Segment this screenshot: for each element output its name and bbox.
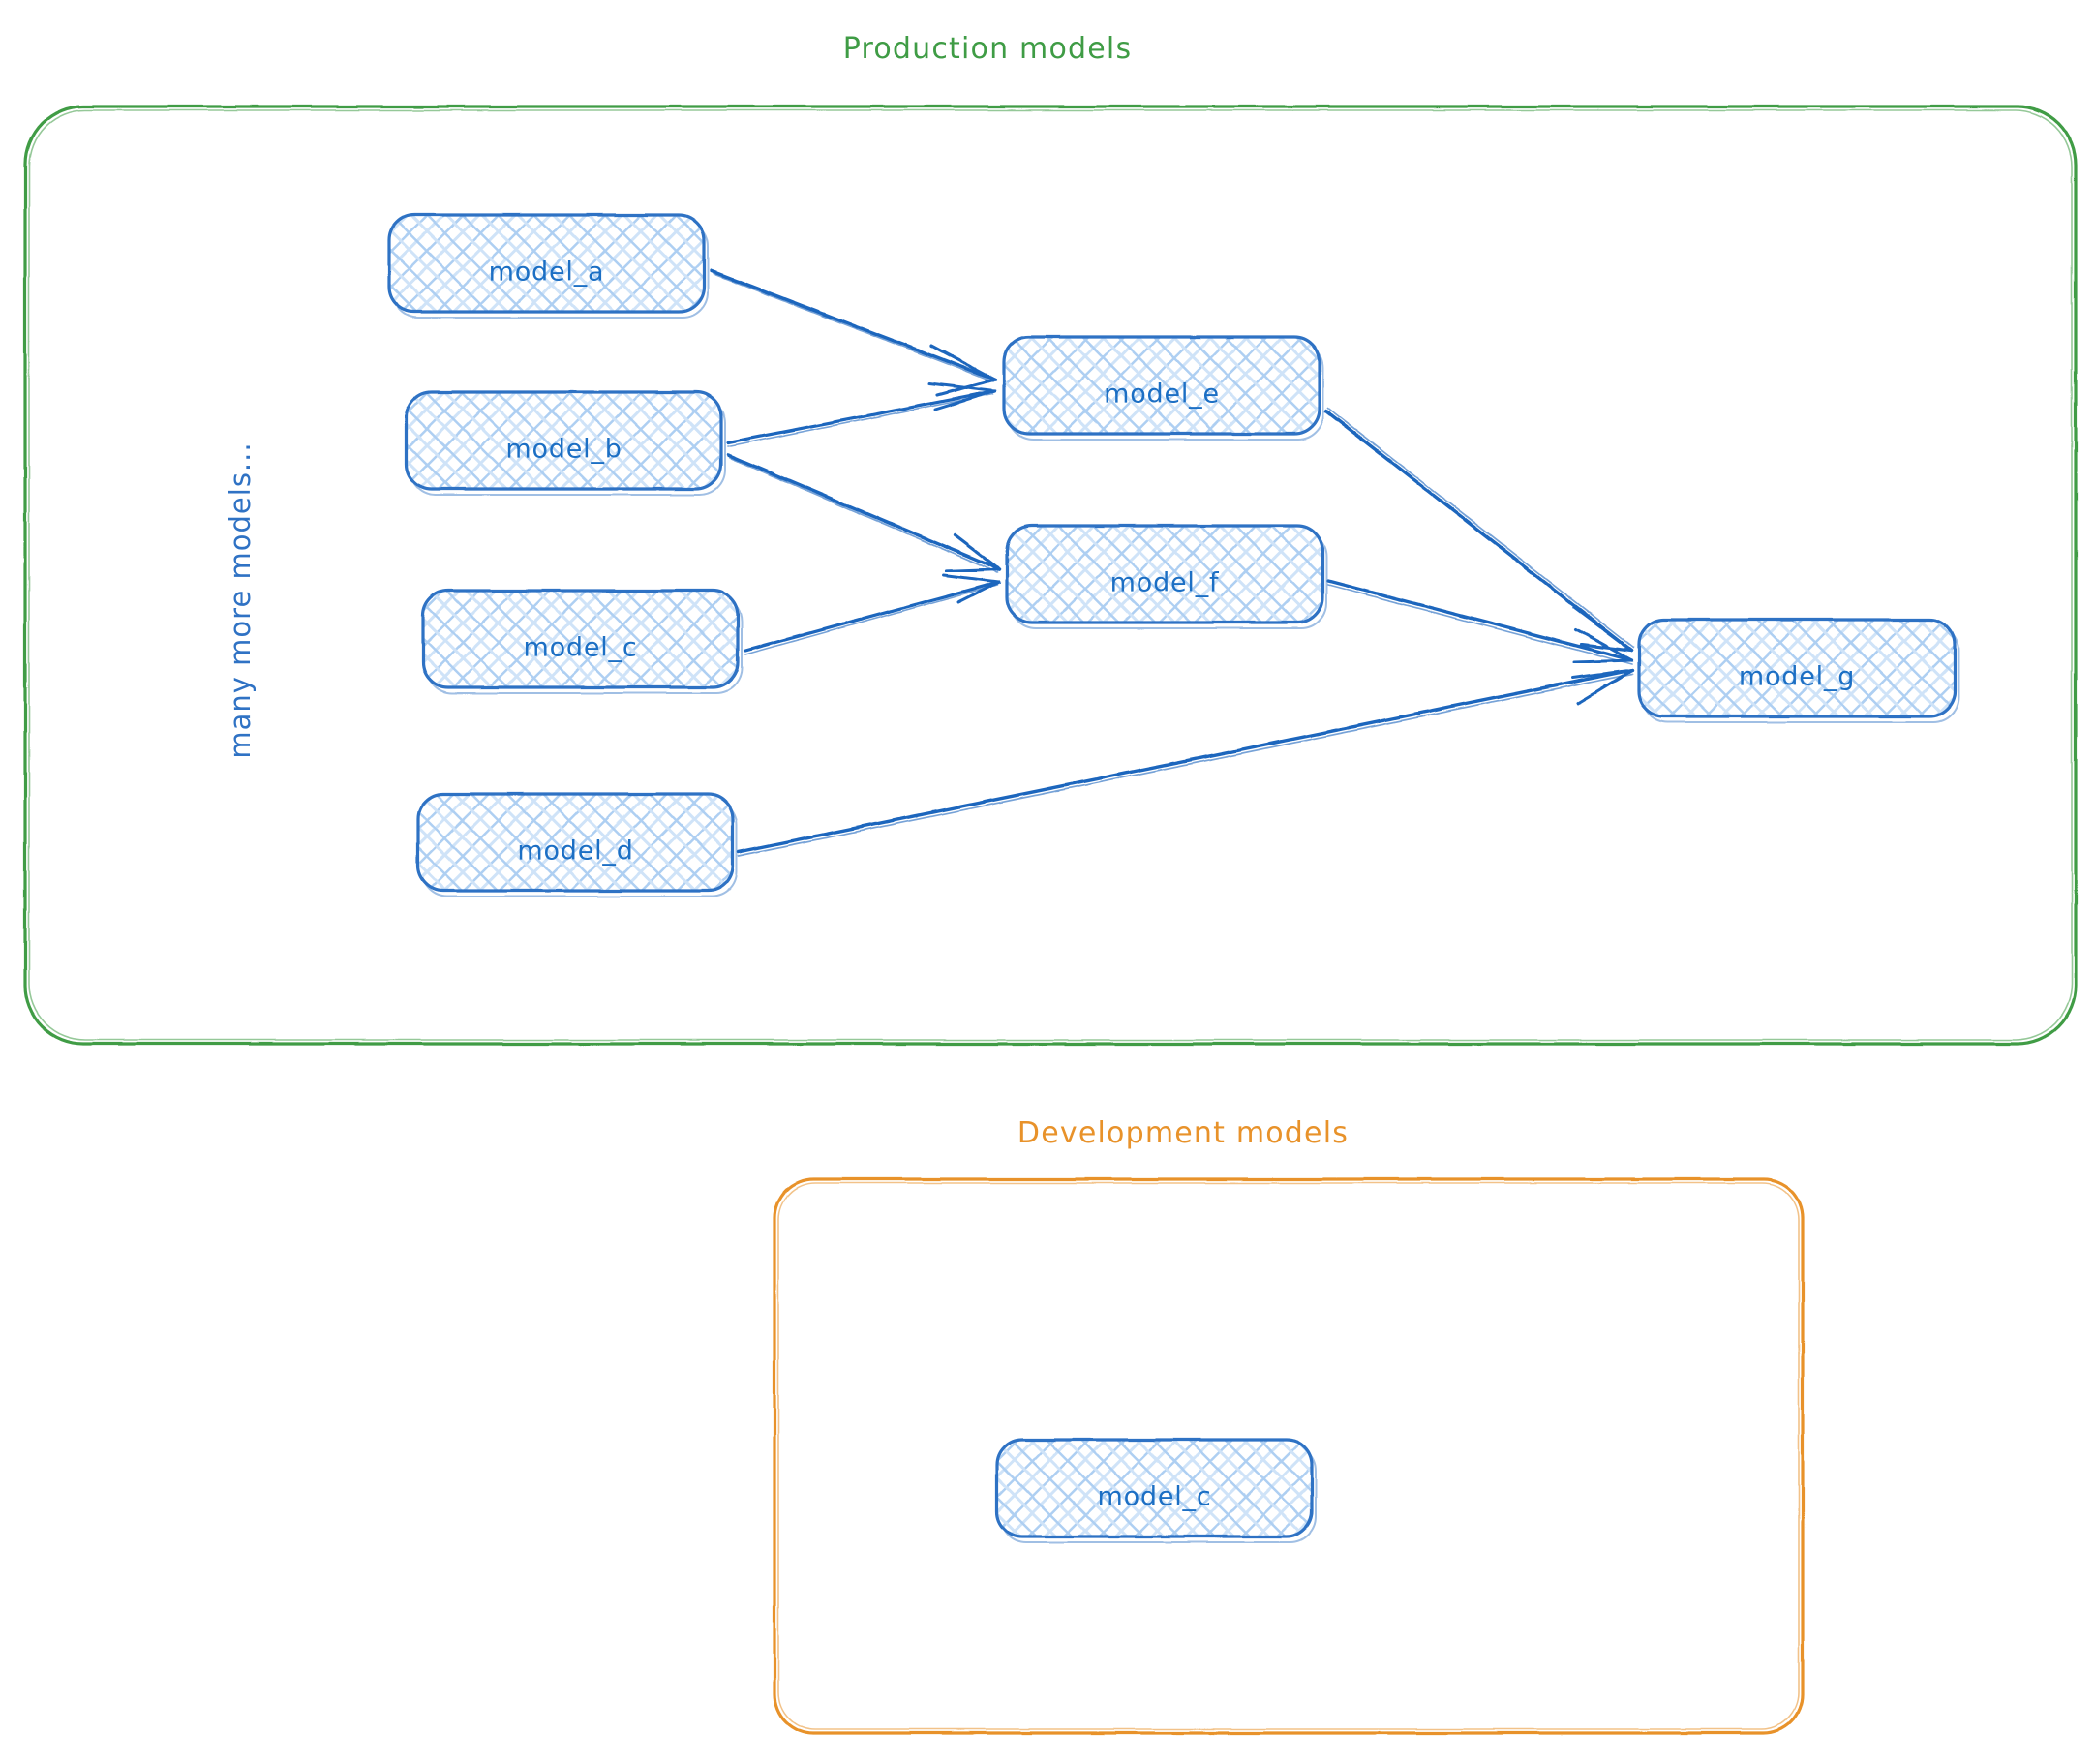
production-group-box-shadowline [28, 109, 2073, 1041]
development-group-box [773, 1177, 1805, 1735]
production-group-box [23, 105, 2078, 1046]
node-model-f[interactable]: model_f [1005, 524, 1327, 629]
node-model-e-box [1002, 335, 1321, 436]
production-group-title: Production models [843, 32, 1133, 66]
development-group-title: Development models [1017, 1116, 1349, 1150]
node-model-d[interactable]: model_d [416, 792, 738, 897]
node-model-g-box [1637, 618, 1957, 718]
node-model-e[interactable]: model_e [1002, 335, 1324, 441]
node-model-f-label: model_f [1110, 568, 1220, 598]
node-model-a-box [387, 213, 706, 314]
node-model-f-box [1005, 524, 1324, 624]
annotation-many-more-models: many more models... [224, 441, 257, 758]
node-model-c-production-box [421, 589, 740, 689]
node-model-a[interactable]: model_a [387, 213, 709, 319]
edges-layer [710, 269, 1635, 857]
many-more-models-label: many more models... [224, 441, 257, 758]
node-model-d-label: model_d [517, 836, 633, 867]
edge-model-f-to-model-g [1326, 579, 1634, 665]
nodes-layer: model_a model_b model_c model_d mode [387, 213, 1959, 1543]
edge-model-b-to-model-f [726, 453, 1001, 573]
node-model-c-development-box [995, 1438, 1314, 1538]
node-model-e-label: model_e [1104, 380, 1220, 410]
edge-model-a-to-model-e [710, 269, 997, 397]
edge-model-b-to-model-e [726, 381, 997, 447]
edge-model-c-to-model-f [744, 573, 1001, 655]
node-model-b-label: model_b [505, 435, 622, 465]
node-model-a-label: model_a [489, 258, 605, 288]
node-model-c-development[interactable]: model_c [995, 1438, 1317, 1543]
node-model-c-development-label: model_c [1097, 1482, 1211, 1512]
node-model-b[interactable]: model_b [405, 390, 726, 496]
node-model-g-label: model_g [1739, 662, 1855, 692]
node-model-g[interactable]: model_g [1637, 618, 1959, 723]
edge-model-e-to-model-g [1324, 408, 1635, 653]
node-model-b-box [405, 390, 723, 491]
group-container-development: Development models [773, 1116, 1805, 1735]
node-model-d-box [416, 792, 735, 893]
development-group-box-shadowline [777, 1182, 1800, 1730]
group-container-production: Production models [23, 32, 2078, 1046]
node-model-c-production-label: model_c [523, 633, 637, 663]
edge-model-d-to-model-g [736, 668, 1634, 857]
node-model-c-production[interactable]: model_c [421, 589, 743, 694]
